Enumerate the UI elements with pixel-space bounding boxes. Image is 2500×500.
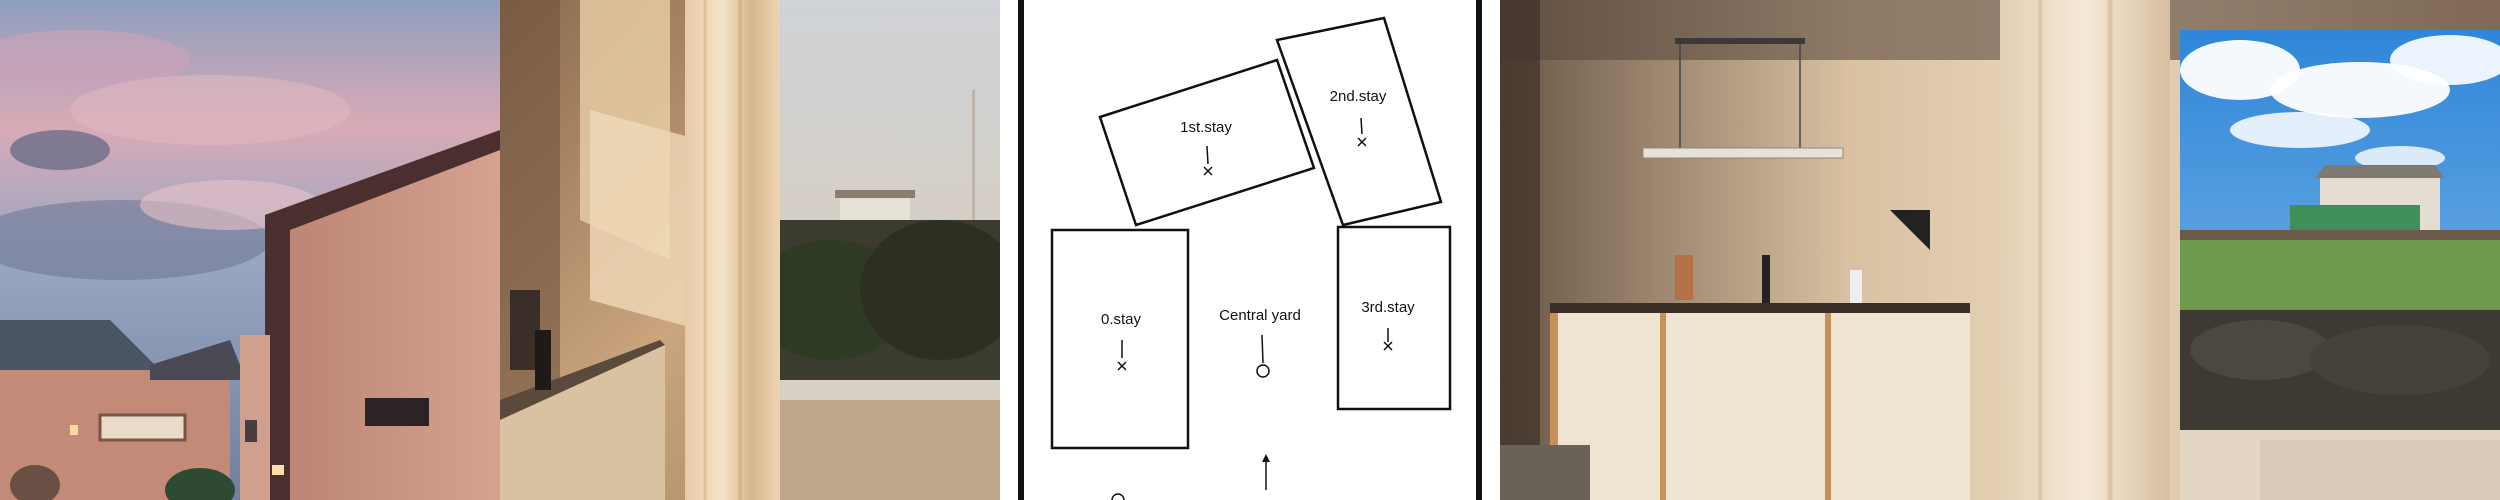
building-third-stay [1336, 225, 1452, 411]
central-yard-marker [1256, 364, 1270, 378]
building-sign-text [370, 403, 424, 419]
building-sign [365, 398, 429, 426]
sunlit-interior-illustration [500, 0, 1000, 500]
building-exterior-illustration [0, 0, 500, 500]
label-zero-stay: 0.stay [1100, 311, 1142, 328]
map-border-right [1476, 0, 1482, 500]
photo-building-exterior [0, 0, 500, 500]
label-third-stay: 3rd.stay [1361, 299, 1415, 316]
building-zero-stay [1050, 228, 1190, 450]
kitchen-window-illustration [1500, 0, 2500, 500]
photo-sunlit-interior [500, 0, 1000, 500]
site-plan-drawing [1018, 0, 1482, 500]
label-first-stay: 1st.stay [1180, 119, 1232, 136]
site-plan-map: 1st.stay 2nd.stay 0.stay Central yard 3r… [1000, 0, 1500, 500]
label-central-yard: Central yard [1219, 307, 1301, 324]
building-second-stay [1275, 16, 1443, 227]
map-border-left [1018, 0, 1024, 500]
photo-kitchen-window [1500, 0, 2500, 500]
building-first-stay [1098, 58, 1316, 227]
label-second-stay: 2nd.stay [1329, 88, 1387, 105]
